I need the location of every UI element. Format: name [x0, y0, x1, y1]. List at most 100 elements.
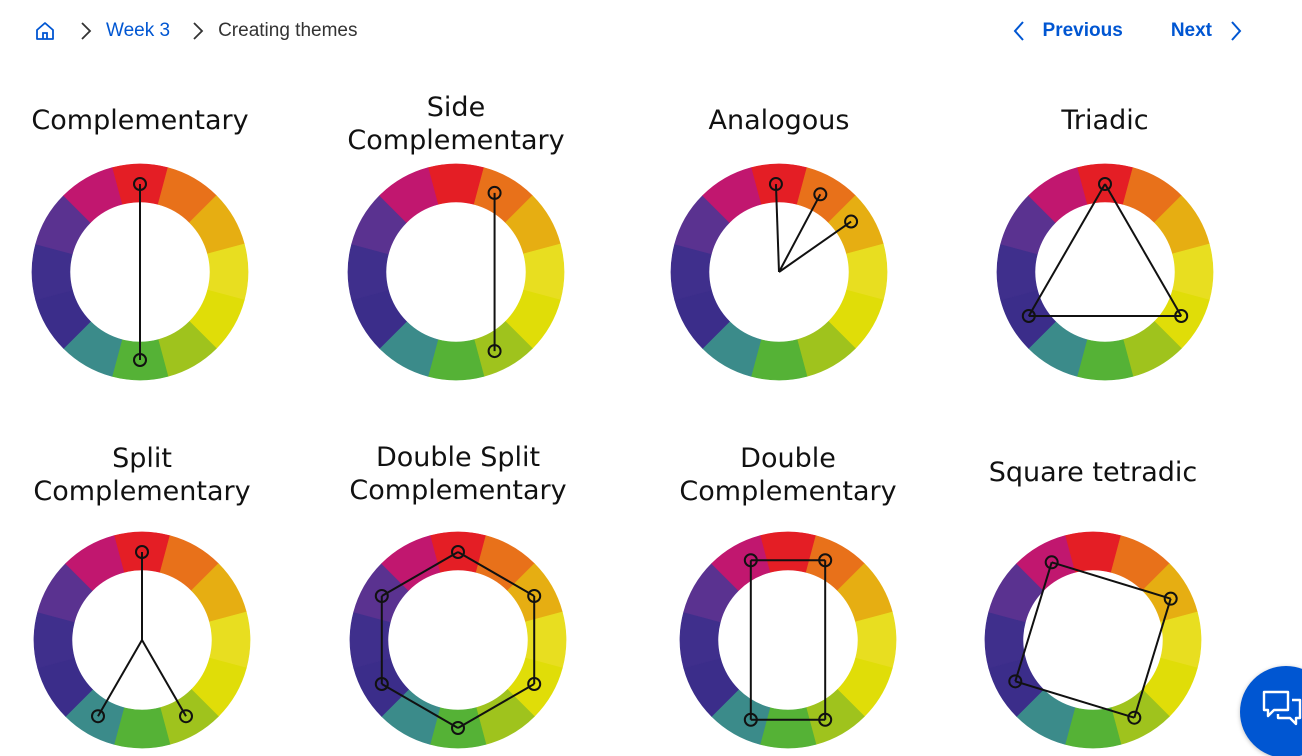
home-icon[interactable] — [32, 18, 58, 44]
scheme-title-line: Double — [740, 443, 836, 474]
connector-line — [1014, 562, 1053, 682]
wheel-segment — [711, 535, 771, 591]
color-marker — [374, 589, 389, 603]
connector-line — [457, 551, 535, 597]
color-marker — [844, 214, 859, 229]
color-marker — [135, 545, 149, 559]
color-marker — [133, 353, 147, 367]
color-marker — [743, 553, 758, 568]
color-marker — [91, 709, 105, 724]
color-wheel — [349, 531, 567, 749]
scheme-diagram-square-tetradic: Square tetradic — [933, 0, 1253, 756]
color-marker — [487, 185, 502, 200]
connector-line — [778, 193, 822, 273]
next-button[interactable]: Next — [1171, 18, 1246, 44]
connector-line — [457, 683, 535, 729]
color-marker — [1163, 591, 1178, 606]
scheme-title: Complementary — [0, 104, 300, 137]
color-wheel — [33, 531, 251, 749]
color-marker — [527, 589, 542, 603]
color-marker — [179, 709, 193, 724]
scheme-title-line: Triadic — [1061, 105, 1149, 136]
breadcrumb-item-week[interactable]: Week 3 — [106, 20, 171, 41]
connector-line — [381, 683, 459, 729]
color-marker — [1021, 309, 1036, 323]
color-marker — [527, 677, 542, 691]
color-marker — [487, 344, 502, 359]
chat-button[interactable] — [1240, 666, 1302, 756]
connector-line — [1133, 598, 1172, 718]
chevron-left-icon — [1009, 18, 1029, 44]
connector-line — [141, 639, 187, 717]
connector-line — [97, 639, 143, 717]
previous-button[interactable]: Previous — [1009, 18, 1123, 44]
connector-line — [1027, 183, 1106, 317]
top-navigation-bar: Week 3 Creating themes Previous Next — [0, 0, 1302, 62]
wheel-segment — [381, 535, 441, 591]
color-marker — [818, 553, 833, 568]
wheel-segment — [63, 167, 123, 223]
color-marker — [813, 187, 828, 202]
lesson-navigation: Previous Next — [1009, 16, 1246, 46]
color-marker — [451, 545, 465, 559]
connector-line — [778, 220, 852, 273]
scheme-diagram-analogous: Analogous — [619, 0, 939, 756]
color-marker — [133, 177, 147, 191]
color-marker — [1044, 555, 1059, 570]
chat-bubbles-icon — [1262, 690, 1302, 726]
wheel-segment — [379, 167, 439, 223]
color-wheel — [984, 531, 1202, 749]
connector-line — [1104, 183, 1183, 317]
color-marker — [1098, 177, 1112, 191]
color-marker — [818, 712, 833, 727]
connector-line — [381, 551, 459, 597]
chevron-right-icon — [76, 18, 96, 44]
previous-label: Previous — [1042, 20, 1123, 41]
scheme-title-line: Complementary — [31, 105, 249, 136]
scheme-title-line: Side — [426, 92, 486, 123]
wheel-segment — [1028, 167, 1088, 223]
connector-line — [774, 184, 780, 273]
scheme-title-line: Complementary — [33, 476, 251, 507]
scheme-diagram-complementary: Complementary — [0, 0, 300, 756]
scheme-title: Analogous — [619, 104, 939, 137]
scheme-title-line: Double Split — [375, 442, 541, 473]
scheme-title-line: Complementary — [347, 125, 565, 156]
color-wheel — [670, 163, 888, 381]
wheel-segment — [65, 535, 125, 591]
connector-line — [1051, 561, 1171, 600]
scheme-title: Square tetradic — [933, 456, 1253, 489]
wheel-segment — [702, 167, 762, 223]
color-wheel — [347, 163, 565, 381]
color-marker — [1008, 674, 1023, 689]
scheme-title-line: Split — [112, 443, 172, 474]
color-wheel — [996, 163, 1214, 381]
breadcrumb: Week 3 Creating themes — [32, 16, 357, 46]
color-marker — [374, 677, 389, 691]
next-label: Next — [1170, 20, 1212, 41]
scheme-title-line: Complementary — [349, 475, 567, 506]
color-wheel — [31, 163, 249, 381]
scheme-diagram-triadic: Triadic — [945, 0, 1265, 756]
connector-line — [1015, 680, 1135, 719]
breadcrumb-item-current: Creating themes — [218, 20, 358, 41]
chevron-right-icon — [188, 18, 208, 44]
color-wheel — [679, 531, 897, 749]
chevron-right-icon — [1226, 18, 1246, 44]
scheme-title-line: Analogous — [708, 105, 850, 136]
color-marker — [1174, 309, 1189, 323]
scheme-title-line: Complementary — [679, 476, 897, 507]
scheme-title-line: Square tetradic — [988, 457, 1198, 488]
scheme-title: Triadic — [945, 104, 1265, 137]
color-marker — [768, 177, 783, 192]
color-marker — [1127, 710, 1142, 725]
